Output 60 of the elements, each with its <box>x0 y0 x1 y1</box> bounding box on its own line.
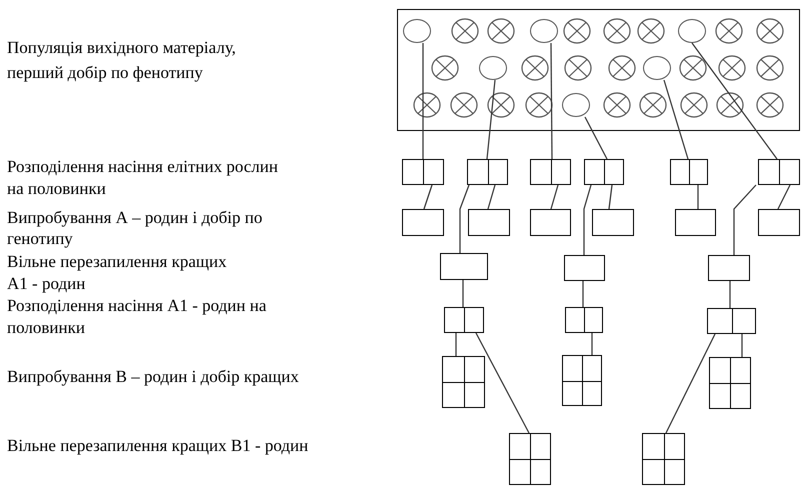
stage-description: Розподілення насіння елітних рослин на половинки <box>7 156 279 200</box>
split-box <box>444 307 484 333</box>
connector-line <box>475 332 530 434</box>
split-box <box>565 307 603 333</box>
quartered-box <box>562 355 602 406</box>
connector-line <box>487 184 496 210</box>
plant-ellipse <box>530 19 558 43</box>
plant-ellipse <box>643 56 671 80</box>
connector-line <box>550 184 559 210</box>
population-frame <box>397 9 800 131</box>
connector-line <box>582 281 584 307</box>
plot-box <box>440 253 488 280</box>
plot-box <box>564 255 605 281</box>
stage-description: Випробування А – родин і добір по генотипу <box>7 207 264 249</box>
quartered-box <box>709 357 751 409</box>
split-box <box>530 159 571 185</box>
connector-line <box>591 333 593 355</box>
split-box <box>467 159 508 185</box>
connector-line <box>729 281 731 308</box>
plant-ellipse <box>678 19 706 43</box>
stage-description: Розподілення насіння А1 - родин на половинки <box>7 295 268 339</box>
quartered-box <box>642 433 685 485</box>
split-box <box>707 308 756 334</box>
plant-ellipse <box>562 93 590 117</box>
connector-line <box>608 184 613 210</box>
plant-ellipse <box>403 19 431 43</box>
connector-line <box>584 116 608 160</box>
plot-box <box>758 209 800 236</box>
connector-line <box>697 185 699 209</box>
stage-description: Вільне перезапилення кращих В1 - родин <box>7 435 310 457</box>
plot-box <box>675 209 716 236</box>
plot-box <box>468 209 510 236</box>
split-box <box>758 159 800 185</box>
connector-line <box>422 43 424 159</box>
plot-box <box>530 209 571 236</box>
connector-line <box>777 184 791 210</box>
connector-line <box>733 184 756 255</box>
connector-line <box>423 184 433 210</box>
quartered-box <box>509 433 551 485</box>
plant-ellipse <box>479 56 507 80</box>
stage-description: Популяція вихідного матеріалу, перший добір по фенотипу <box>7 37 237 84</box>
quartered-box <box>442 356 485 408</box>
connector-line <box>550 43 553 159</box>
connector-line <box>459 184 470 253</box>
connector-line <box>741 334 743 357</box>
connector-line <box>665 334 716 434</box>
stage-description: Вільне перезапилення кращих А1 - родин <box>7 251 228 295</box>
plot-box <box>708 255 750 281</box>
stage-description: Випробування В – родин і добір кращих <box>7 366 300 388</box>
connector-line <box>486 80 496 160</box>
split-box <box>670 159 708 185</box>
connector-line <box>455 333 457 356</box>
connector-line <box>462 280 464 307</box>
connector-line <box>663 80 689 160</box>
split-box <box>584 159 624 185</box>
connector-line <box>692 42 778 160</box>
split-box <box>402 159 444 185</box>
connector-line <box>583 184 592 255</box>
plot-box <box>592 209 634 236</box>
plot-box <box>402 209 444 236</box>
